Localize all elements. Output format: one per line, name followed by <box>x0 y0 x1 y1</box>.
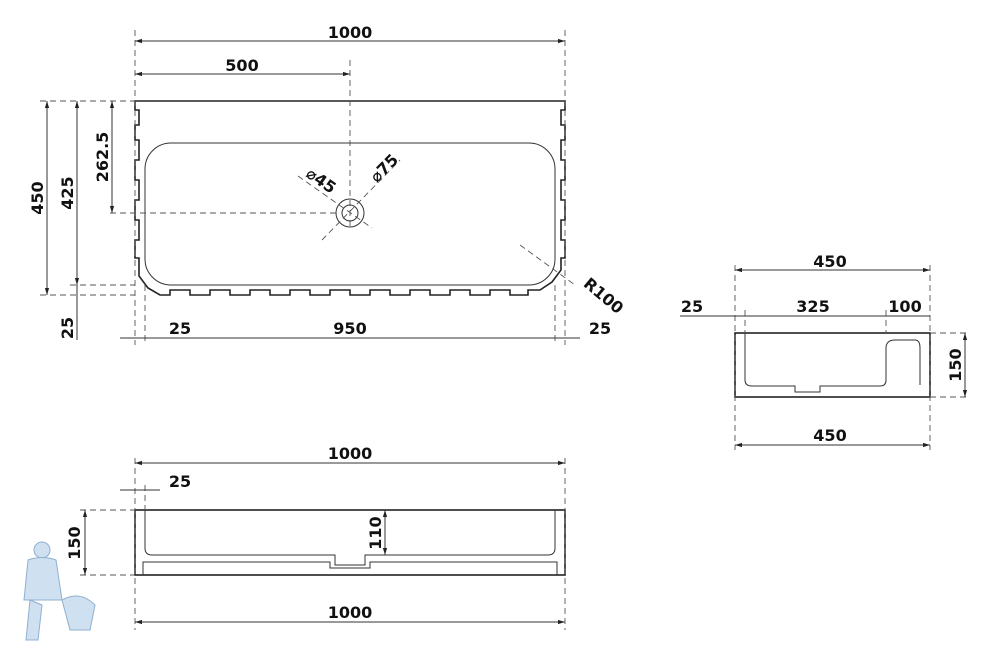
dim-side-wall: 25 <box>681 297 703 316</box>
dim-basin-depth: 425 <box>58 176 77 209</box>
top-view: 1000 500 450 425 262.5 25 25 950 25 ⌀45 … <box>28 23 627 345</box>
dim-drain-center: 262.5 <box>93 132 112 183</box>
dim-side-width-top: 450 <box>813 252 846 271</box>
dim-rim-right: 25 <box>589 319 611 338</box>
dim-corner-radius: R100 <box>580 274 627 318</box>
dim-drain-diameter: ⌀45 <box>303 164 340 198</box>
dim-side-basin: 325 <box>796 297 829 316</box>
dim-rim-bottom: 25 <box>58 317 77 339</box>
side-view: 450 25 325 100 150 450 <box>680 252 970 450</box>
dim-front-width-bottom: 1000 <box>328 603 373 622</box>
dim-front-basin-depth: 110 <box>366 516 385 549</box>
dim-flange-diameter: ⌀75 <box>366 150 402 186</box>
dim-front-height: 150 <box>65 526 84 559</box>
dim-overall-depth: 450 <box>28 181 47 214</box>
dim-overall-width: 1000 <box>328 23 373 42</box>
dim-drain-offset: 500 <box>225 56 258 75</box>
dim-side-shelf: 100 <box>888 297 921 316</box>
dim-side-width-bottom: 450 <box>813 426 846 445</box>
dim-front-wall: 25 <box>169 472 191 491</box>
dim-basin-width: 950 <box>333 319 366 338</box>
front-view: 1000 25 150 110 1000 <box>65 444 566 630</box>
dim-front-width-top: 1000 <box>328 444 373 463</box>
dim-side-height: 150 <box>946 348 965 381</box>
plumber-logo-icon <box>23 541 96 641</box>
side-outline <box>734 332 931 398</box>
dim-rim-left: 25 <box>169 319 191 338</box>
